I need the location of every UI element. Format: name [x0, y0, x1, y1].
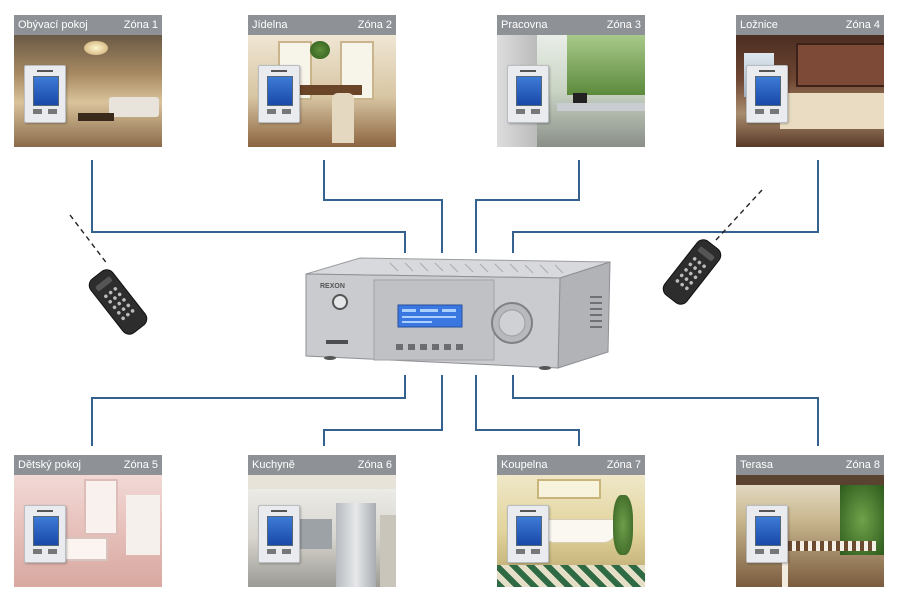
- room-name: Ložnice: [740, 19, 778, 31]
- room-name: Koupelna: [501, 459, 548, 471]
- zone-card[interactable]: Dětský pokoj Zóna 5: [14, 455, 162, 587]
- zone-label: Zóna 7: [606, 459, 641, 471]
- room-name: Terasa: [740, 459, 774, 471]
- zone-label: Zóna 2: [357, 19, 392, 31]
- room-photo: [248, 475, 396, 587]
- zone-header: Koupelna Zóna 7: [497, 455, 645, 475]
- wall-control-panel-icon: [258, 505, 300, 563]
- zone-label: Zóna 5: [123, 459, 158, 471]
- zone-header: Kuchyně Zóna 6: [248, 455, 396, 475]
- wall-control-panel-icon: [507, 505, 549, 563]
- zone-card[interactable]: Pracovna Zóna 3: [497, 15, 645, 147]
- room-name: Dětský pokoj: [18, 459, 81, 471]
- room-name: Pracovna: [501, 19, 548, 31]
- zone-header: Pracovna Zóna 3: [497, 15, 645, 35]
- zone-label: Zóna 4: [845, 19, 880, 31]
- wire-zone-4: [512, 160, 819, 253]
- amplifier-brand: REXON: [320, 283, 345, 290]
- zone-card[interactable]: Kuchyně Zóna 6: [248, 455, 396, 587]
- remote-control-icon: [69, 214, 148, 335]
- wire-zone-2: [323, 160, 443, 253]
- wire-zone-5: [91, 375, 406, 446]
- zone-header: Obývací pokoj Zóna 1: [14, 15, 162, 35]
- zone-label: Zóna 6: [357, 459, 392, 471]
- wire-zone-7: [475, 375, 580, 446]
- amplifier-icon: [305, 257, 611, 370]
- zone-card[interactable]: Koupelna Zóna 7: [497, 455, 645, 587]
- wall-control-panel-icon: [24, 505, 66, 563]
- room-photo: [736, 35, 884, 147]
- zone-label: Zóna 3: [606, 19, 641, 31]
- room-photo: [736, 475, 884, 587]
- wall-control-panel-icon: [746, 505, 788, 563]
- zone-header: Ložnice Zóna 4: [736, 15, 884, 35]
- wire-zone-1: [91, 160, 406, 253]
- wall-control-panel-icon: [258, 65, 300, 123]
- room-name: Jídelna: [252, 19, 288, 31]
- wall-control-panel-icon: [24, 65, 66, 123]
- wall-control-panel-icon: [507, 65, 549, 123]
- room-photo: [14, 475, 162, 587]
- wire-zone-6: [323, 375, 443, 446]
- zone-header: Terasa Zóna 8: [736, 455, 884, 475]
- zone-label: Zóna 1: [123, 19, 158, 31]
- zone-header: Jídelna Zóna 2: [248, 15, 396, 35]
- room-name: Obývací pokoj: [18, 19, 88, 31]
- zone-card[interactable]: Obývací pokoj Zóna 1: [14, 15, 162, 147]
- zone-card[interactable]: Terasa Zóna 8: [736, 455, 884, 587]
- wall-control-panel-icon: [746, 65, 788, 123]
- remote-control-icon: [662, 189, 763, 305]
- wire-zone-3: [475, 160, 580, 253]
- zone-header: Dětský pokoj Zóna 5: [14, 455, 162, 475]
- room-name: Kuchyně: [252, 459, 295, 471]
- zone-card[interactable]: Jídelna Zóna 2: [248, 15, 396, 147]
- zone-card[interactable]: Ložnice Zóna 4: [736, 15, 884, 147]
- wire-zone-8: [512, 375, 819, 446]
- zone-label: Zóna 8: [845, 459, 880, 471]
